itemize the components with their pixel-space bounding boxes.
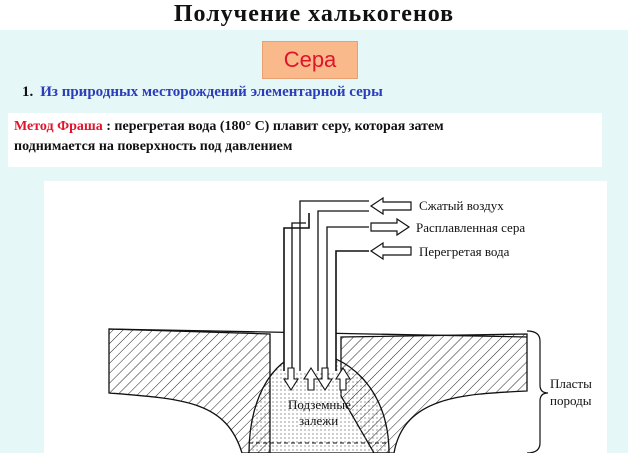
label-superheated-water: Перегретая вода [419,244,510,259]
title-bar: Получение халькогенов [0,0,628,30]
label-deposit-1: Подземные [288,397,351,412]
label-layers-1: Пласты [550,376,592,391]
deposit-arrows [282,366,352,392]
method-name: Метод Фраша [14,119,103,134]
layers-bracket [526,330,549,453]
pipe-mid-right [326,226,369,371]
diagram-svg: Сжатый воздух Расплавленная сера Перегре… [108,196,592,453]
label-molten-sulfur: Расплавленная сера [416,220,525,235]
label-compressed-air: Сжатый воздух [419,198,504,213]
note-line-1: : перегретая вода (180° С) плавит серу, … [102,119,444,134]
pipe-mid-left [291,222,306,371]
list-number: 1. [22,84,34,100]
sulfur-badge: Сера [262,41,358,79]
list-item-text: Из природных месторождений элементарной … [40,84,383,100]
rock-layer-left [108,328,271,453]
list-item-1: 1. Из природных месторождений элементарно… [22,84,383,101]
frasch-note: Метод Фраша : перегретая вода (180° С) п… [8,113,602,167]
air-arrow [369,196,412,216]
pipe-inner-right [317,210,369,371]
page-title: Получение халькогенов [173,1,455,27]
pipe-outer-left [283,213,310,371]
water-arrow [369,241,412,261]
pipe-inner-left [299,200,369,371]
label-deposit-2: залежи [299,413,338,428]
pipe-outer-right [335,250,369,371]
note-line-2: поднимается на поверхность под давлением [14,139,293,154]
label-layers-2: породы [550,393,592,408]
frasch-diagram: Сжатый воздух Расплавленная сера Перегре… [44,181,607,453]
molten-arrow [370,217,411,237]
